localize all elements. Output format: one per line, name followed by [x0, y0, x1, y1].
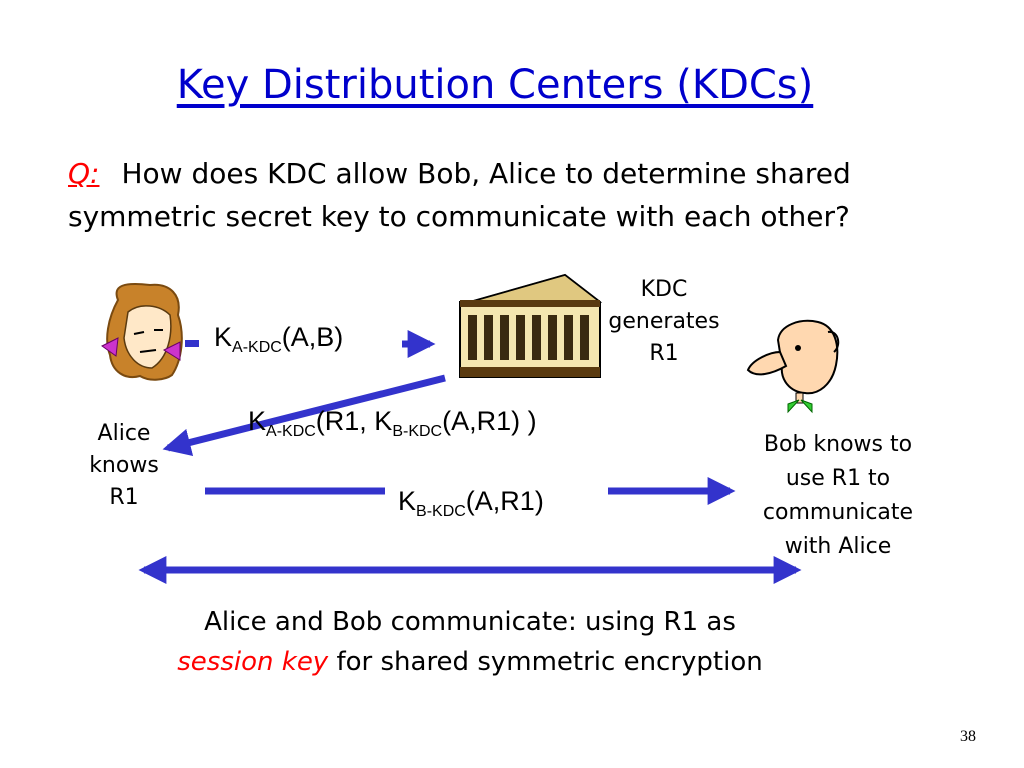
conclusion-line-1: Alice and Bob communicate: using R1 as	[204, 607, 736, 637]
session-key-term: session key	[177, 647, 329, 677]
question-text: How does KDC allow Bob, Alice to determi…	[68, 157, 851, 233]
bob-label: Bob knows to use R1 to communicate with …	[762, 432, 914, 559]
question: Q:How does KDC allow Bob, Alice to deter…	[68, 152, 988, 238]
page-number: 38	[960, 728, 976, 745]
bob-icon	[746, 320, 840, 414]
message-kdc-to-alice: KA-KDC(R1, KB-KDC(A,R1) )	[248, 406, 537, 440]
message-alice-to-bob: KB-KDC(A,R1)	[398, 486, 544, 520]
conclusion-line-2: session key for shared symmetric encrypt…	[177, 647, 763, 677]
alice-icon	[101, 282, 199, 381]
kdc-label: KDC generates R1	[608, 277, 720, 366]
message-alice-to-kdc: KA-KDC(A,B)	[214, 322, 344, 356]
alice-label: Alice knows R1	[89, 421, 159, 510]
arrow-kdc-to-alice	[162, 374, 446, 457]
kdc-building-icon	[459, 273, 603, 378]
page-title: Key Distribution Centers (KDCs)	[176, 62, 814, 108]
conclusion: Alice and Bob communicate: using R1 as s…	[0, 602, 940, 682]
question-label: Q:	[68, 157, 100, 190]
